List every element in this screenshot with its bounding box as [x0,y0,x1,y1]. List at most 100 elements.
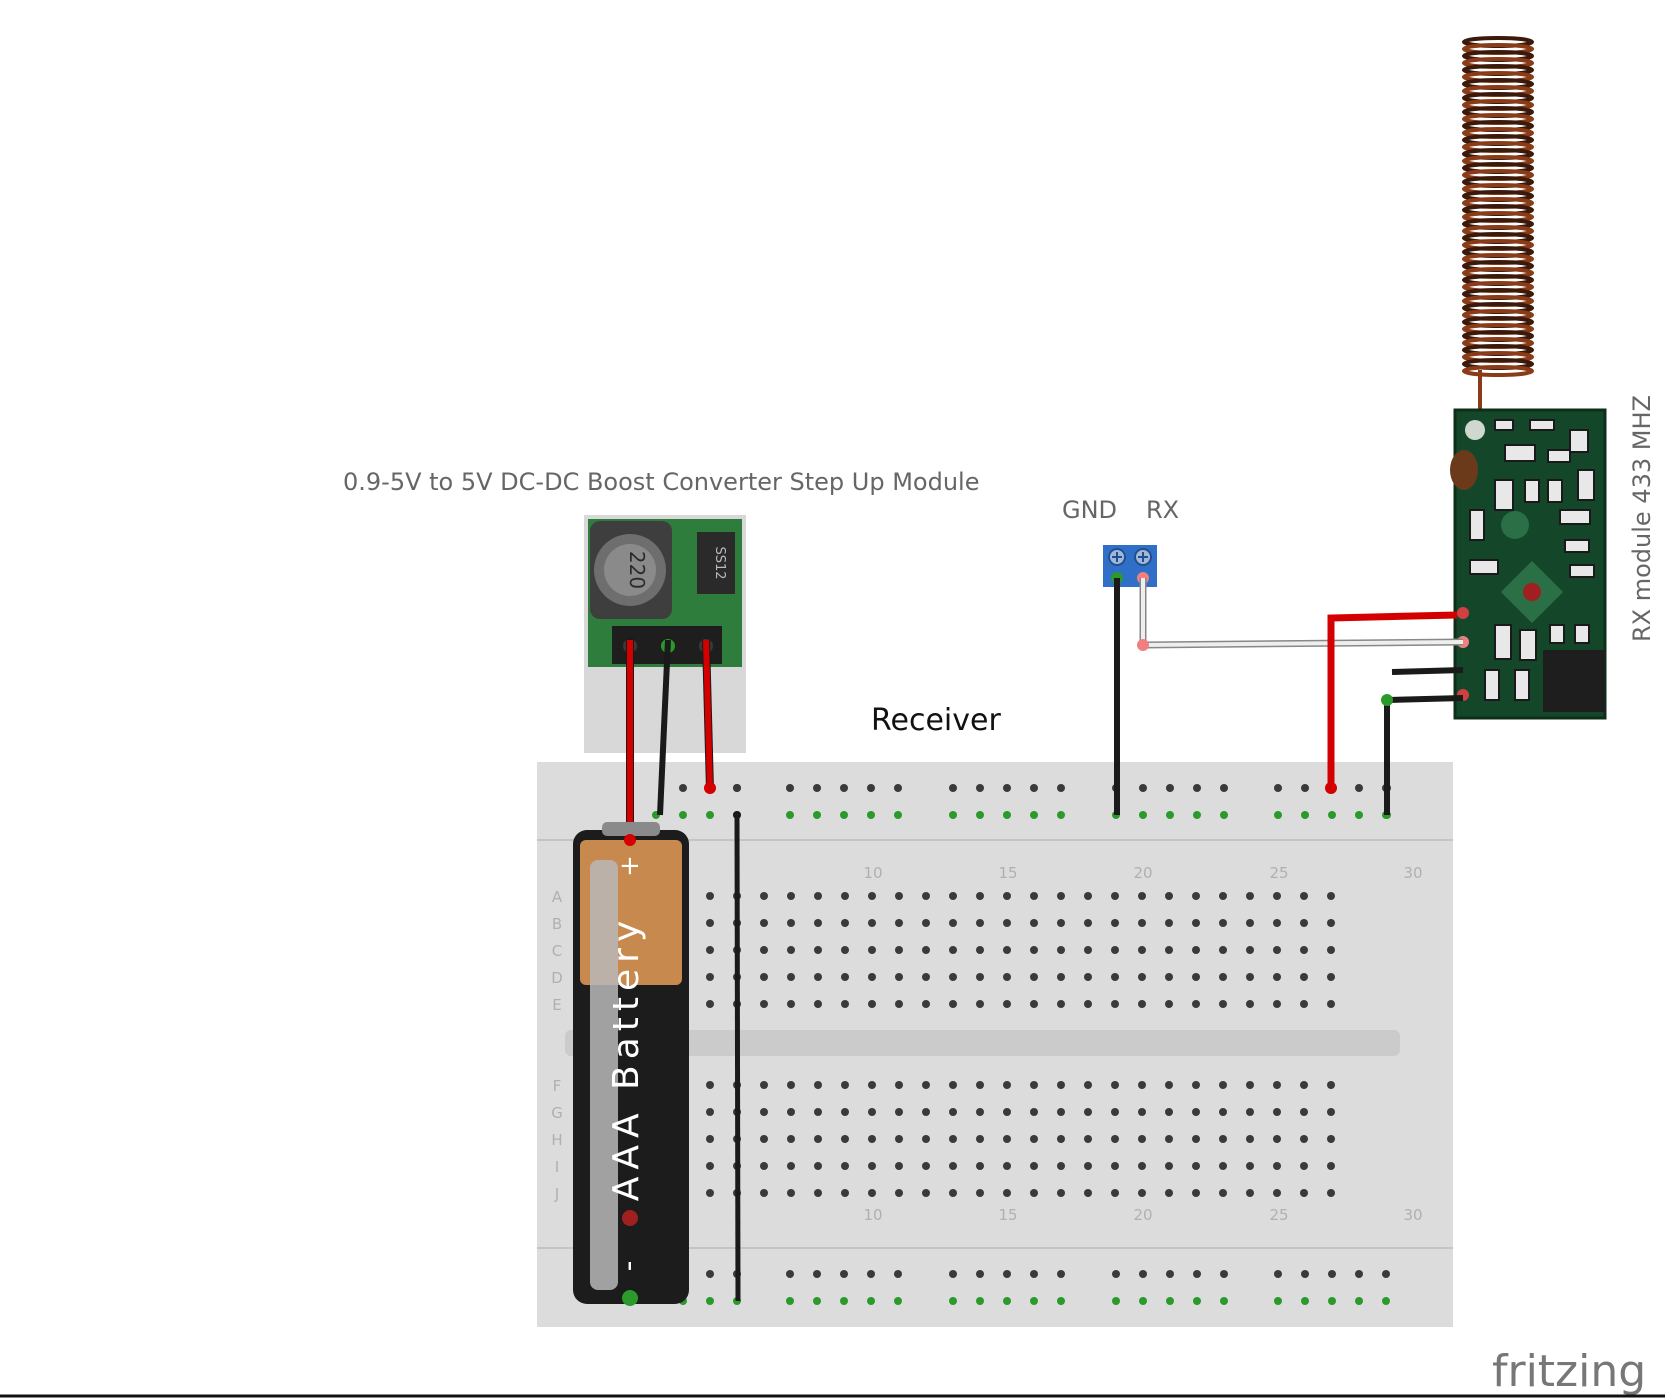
breadboard-hole [949,919,957,927]
rx-smd-component [1549,624,1565,644]
breadboard-hole [1138,1189,1146,1197]
breadboard-hole [1246,919,1254,927]
breadboard-hole [868,973,876,981]
breadboard-hole [1111,1189,1119,1197]
diode-package-icon [697,532,735,594]
breadboard-hole [1273,1135,1281,1143]
wire-vcc-to-module[interactable] [1327,611,1458,788]
breadboard-hole [1273,973,1281,981]
breadboard-hole [787,1108,795,1116]
breadboard-hole [787,946,795,954]
rail-hole [1003,811,1011,819]
breadboard-hole [787,1000,795,1008]
breadboard-hole [1003,946,1011,954]
breadboard-hole [1138,1081,1146,1089]
rail-hole [679,784,687,792]
breadboard-hole [895,1135,903,1143]
breadboard-hole [922,919,930,927]
breadboard-hole [949,1000,957,1008]
battery-positive-cap [602,822,660,836]
column-number-20-bottom: 20 [1133,1206,1152,1224]
screw-terminal[interactable] [1103,545,1157,587]
inductor-code: 220 [625,551,649,589]
wire-vout-to-rail[interactable] [703,639,713,791]
breadboard-hole [814,1000,822,1008]
breadboard-hole [868,1000,876,1008]
breadboard-hole [1111,1162,1119,1170]
breadboard-hole [814,1189,822,1197]
rail-hole [1193,1297,1201,1305]
breadboard-hole [1003,1135,1011,1143]
rail-hole [1139,784,1147,792]
breadboard-hole [1057,1162,1065,1170]
breadboard-hole [1084,1189,1092,1197]
rail-hole [1112,1297,1120,1305]
breadboard-hole [1192,1135,1200,1143]
breadboard-hole [787,1162,795,1170]
breadboard-hole [1273,1000,1281,1008]
breadboard-hole [1138,1000,1146,1008]
breadboard-hole [1165,1189,1173,1197]
wire-rx-data-outline[interactable] [1139,578,1464,649]
wire-rx-data[interactable] [1141,578,1464,648]
breadboard-hole [895,892,903,900]
breadboard-hole [1111,892,1119,900]
aaa-battery[interactable]: AAA Battery + - [573,822,689,1306]
breadboard-hole [1030,1162,1038,1170]
breadboard-hole [1003,1162,1011,1170]
battery-label: AAA Battery [606,915,647,1202]
breadboard-hole [1219,946,1227,954]
wire-ground-jumper[interactable] [734,814,741,1302]
breadboard-hole [1165,1000,1173,1008]
rail-hole [894,1297,902,1305]
rx-smd-component [1559,509,1591,525]
breadboard-hole [1111,1081,1119,1089]
breadboard-hole [1003,1189,1011,1197]
breadboard-hole [814,1162,822,1170]
rx-module-433mhz[interactable] [1450,36,1607,720]
breadboard-hole [841,1000,849,1008]
breadboard-hole [1138,1135,1146,1143]
breadboard-hole [760,1108,768,1116]
breadboard-hole [1246,1108,1254,1116]
breadboard-hole [1057,892,1065,900]
breadboard-hole [949,946,957,954]
breadboard-hole [1030,919,1038,927]
rail-hole [949,811,957,819]
breadboard-hole [1165,892,1173,900]
breadboard-hole [1165,1108,1173,1116]
column-number-10-bottom: 10 [863,1206,882,1224]
rx-smd-component [1524,479,1540,503]
wire-gnd-to-rail[interactable] [657,639,671,816]
breadboard-hole [1057,1189,1065,1197]
rail-hole [976,1270,984,1278]
breadboard-hole [1219,1135,1227,1143]
rail-hole [1166,1297,1174,1305]
breadboard-hole [949,1108,957,1116]
breadboard-hole [976,1189,984,1197]
breadboard-hole [841,1189,849,1197]
rail-hole [1328,1270,1336,1278]
rail-hole [813,1297,821,1305]
fritzing-logo: fritzing [1492,1346,1646,1397]
rx-smd-component [1469,559,1499,575]
breadboard-hole [760,973,768,981]
breadboard-hole [1165,919,1173,927]
breadboard-hole [1219,1162,1227,1170]
breadboard-hole [976,973,984,981]
column-number-20-top: 20 [1133,864,1152,882]
breadboard-hole [868,892,876,900]
rail-hole [1112,1270,1120,1278]
breadboard-hole [1273,1189,1281,1197]
breadboard-hole [868,1081,876,1089]
breadboard-hole [760,1135,768,1143]
breadboard-hole [787,919,795,927]
rx-smd-component [1569,564,1595,578]
breadboard-hole [949,1162,957,1170]
breadboard-hole [1030,1081,1038,1089]
rx-smd-component [1529,419,1555,431]
breadboard-hole [1192,1081,1200,1089]
breadboard-hole [1273,1162,1281,1170]
breadboard-hole [1300,946,1308,954]
wire-module-pin-stub[interactable] [1391,667,1464,675]
